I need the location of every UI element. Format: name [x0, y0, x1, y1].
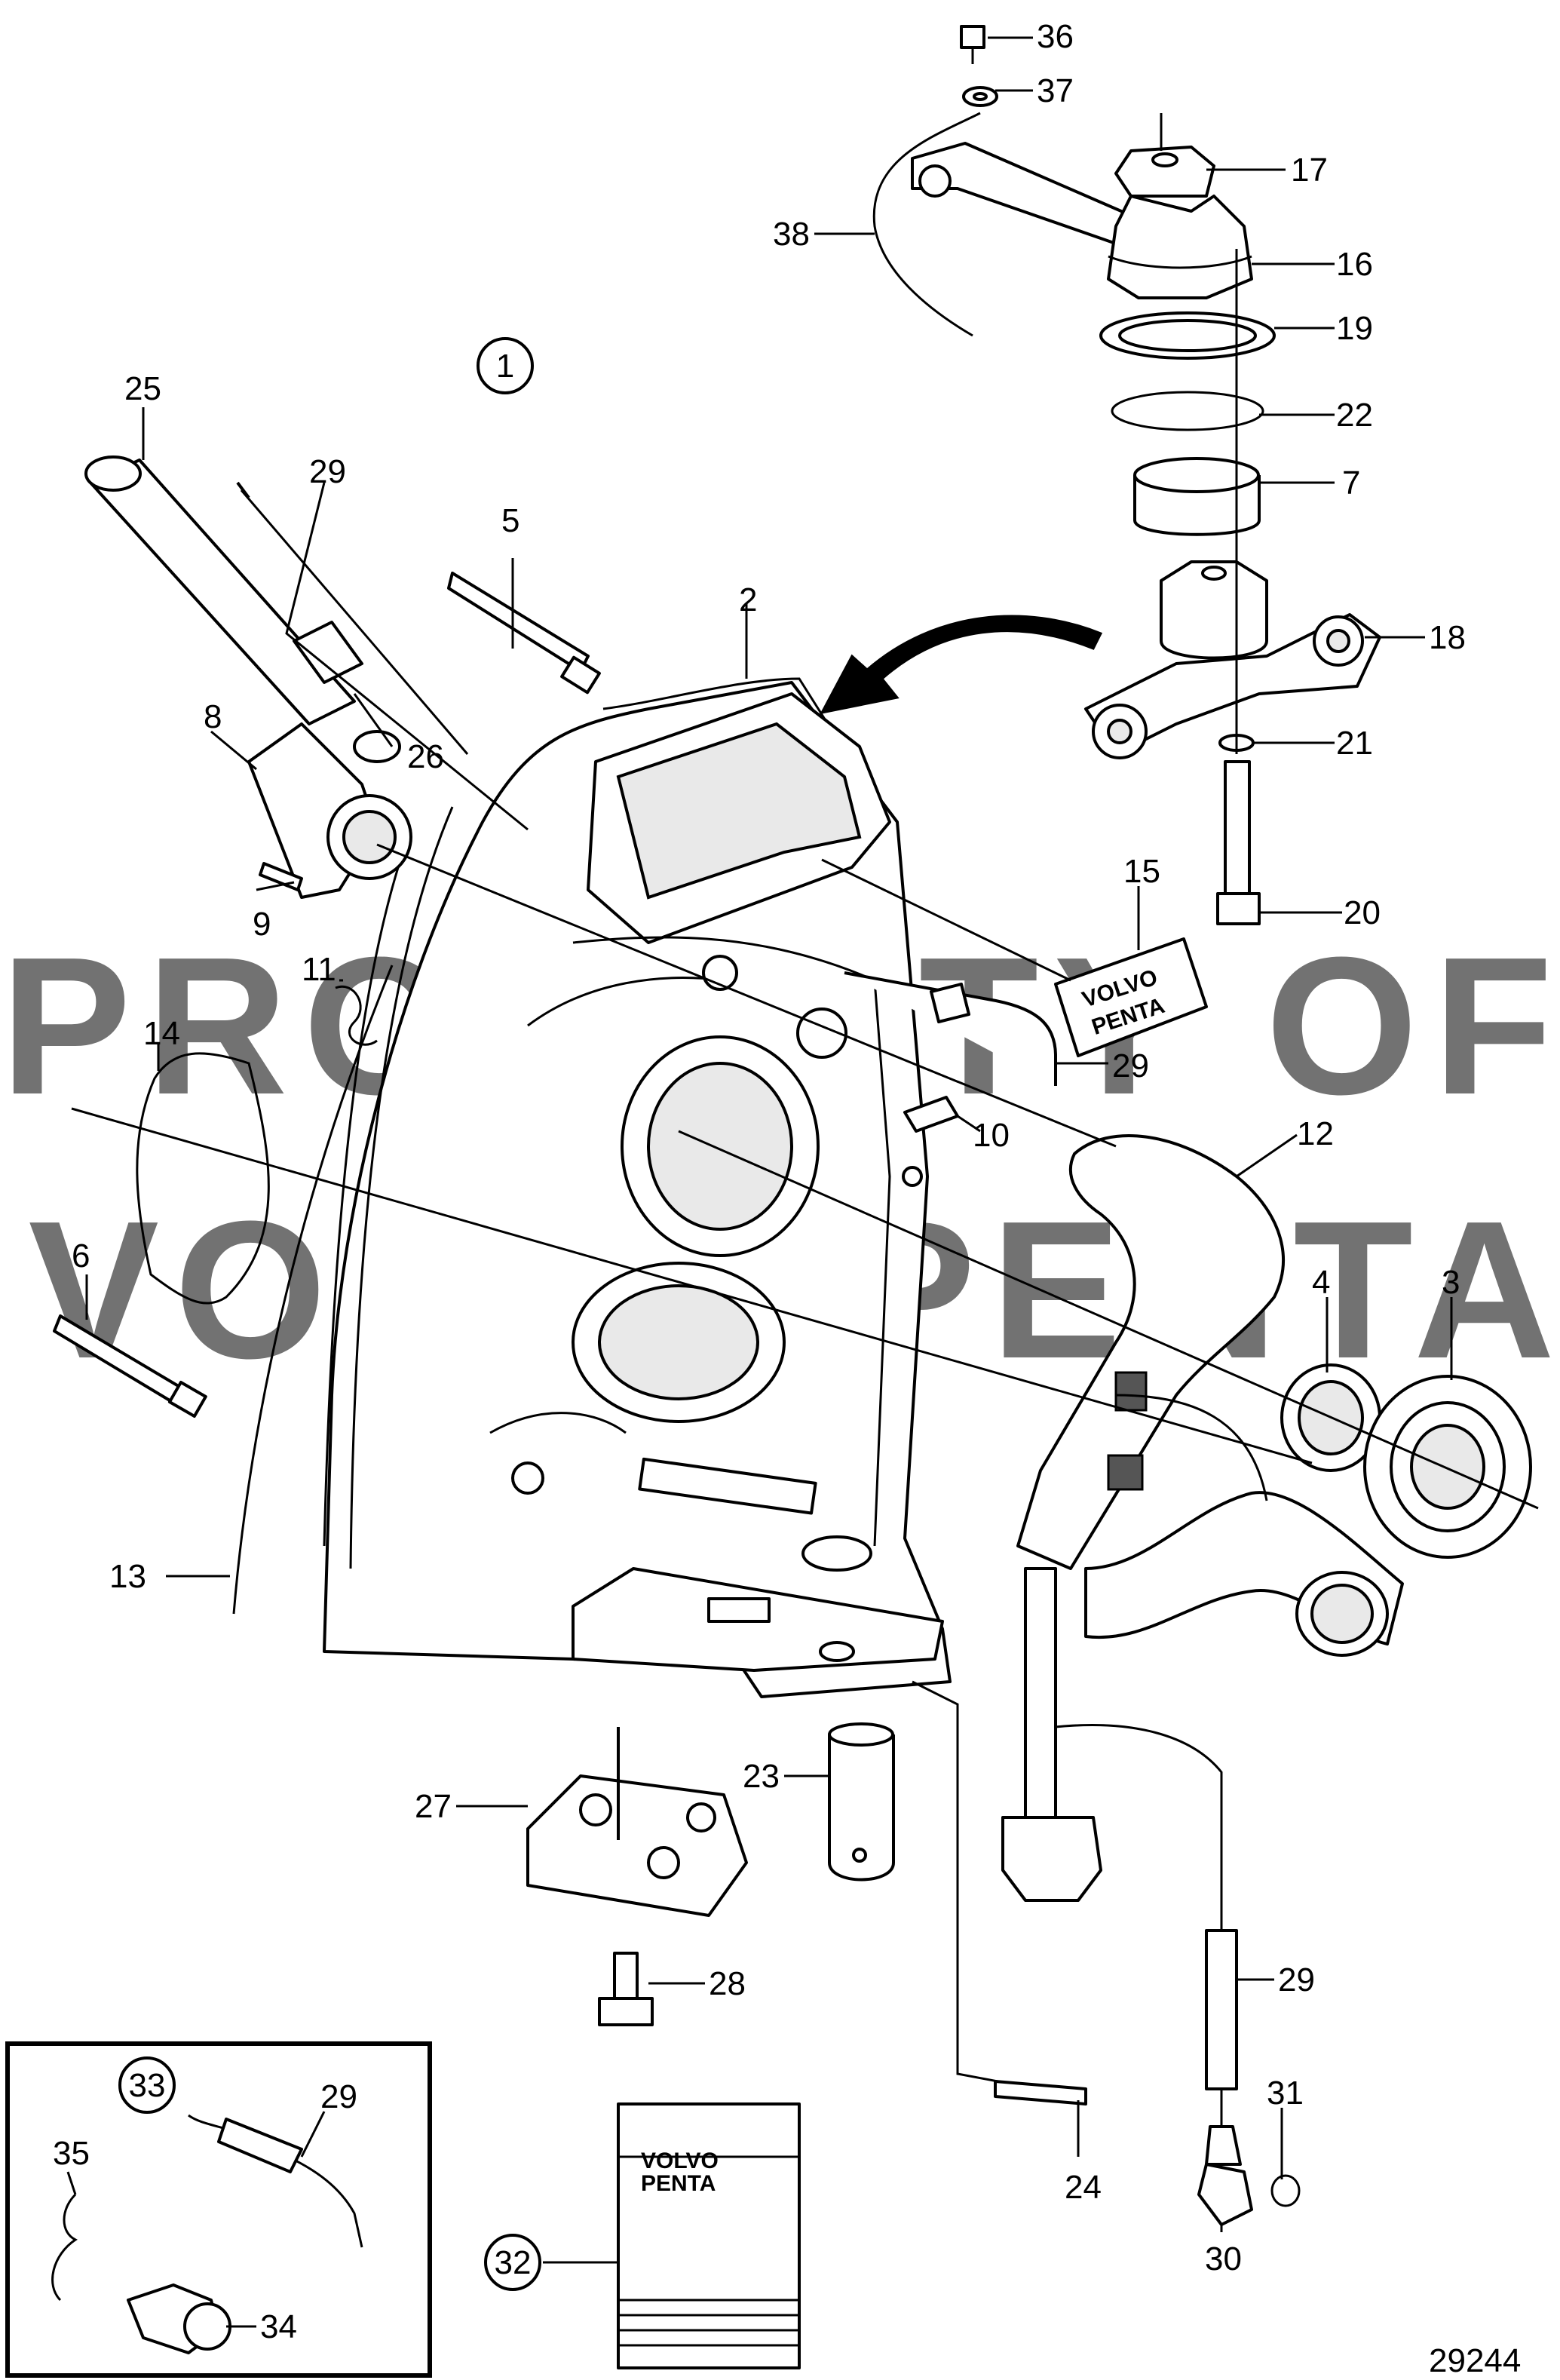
manual-brand-line-1: VOLVO: [641, 2148, 719, 2173]
callout-15: 15: [1123, 853, 1160, 890]
callout-23: 23: [743, 1758, 780, 1795]
callout-8: 8: [204, 698, 222, 735]
callout-17: 17: [1291, 152, 1328, 189]
callout-29-inset: 29: [320, 2078, 357, 2115]
callout-27: 27: [415, 1788, 452, 1825]
callout-29-lower-right: 29: [1278, 1961, 1315, 1998]
callout-29-right: 29: [1112, 1047, 1149, 1084]
callout-30: 30: [1205, 2240, 1242, 2277]
left-parts: [53, 455, 601, 1615]
callout-20: 20: [1344, 894, 1381, 931]
callout-2: 2: [739, 581, 757, 618]
right-parts: VOLVO PENTA: [844, 937, 1532, 1902]
callout-19: 19: [1336, 310, 1373, 347]
inset-marker-label: 33: [129, 2067, 166, 2104]
view-marker-label: 1: [496, 348, 514, 385]
callout-9: 9: [253, 906, 271, 943]
manual-marker-circle: [484, 2234, 541, 2291]
callout-numbers: 36 37 17 38 16 19 22 7 18 21 20 25 29 5 …: [53, 18, 1466, 2345]
callout-12: 12: [1297, 1115, 1334, 1152]
callout-36: 36: [1037, 18, 1074, 55]
callout-4: 4: [1312, 1264, 1330, 1301]
callout-13: 13: [109, 1558, 146, 1595]
callout-16: 16: [1336, 246, 1373, 283]
callout-34: 34: [260, 2308, 297, 2345]
callout-29-upper-left: 29: [309, 453, 346, 490]
callout-28: 28: [709, 1965, 746, 2002]
view-marker-circle: [477, 337, 534, 394]
callout-6: 6: [72, 1238, 90, 1274]
inset-box: [5, 2041, 432, 2378]
transom-shield-housing: [323, 677, 952, 1698]
callout-37: 37: [1037, 72, 1074, 109]
callout-38: 38: [773, 216, 810, 253]
callout-10: 10: [973, 1117, 1010, 1154]
callout-7: 7: [1342, 465, 1360, 501]
callout-5: 5: [501, 502, 519, 539]
bottom-parts: [526, 1680, 1301, 2226]
leader-lines: [66, 36, 1539, 2328]
callout-31: 31: [1267, 2075, 1304, 2112]
callout-25: 25: [124, 370, 161, 407]
callout-24: 24: [1065, 2169, 1102, 2206]
callout-35: 35: [53, 2135, 90, 2172]
callout-14: 14: [143, 1015, 180, 1052]
callout-22: 22: [1336, 397, 1373, 434]
callout-26: 26: [407, 738, 444, 775]
figure-number: 29244: [1429, 2342, 1521, 2379]
manual-brand-line-2: PENTA: [641, 2171, 716, 2196]
steering-assembly: [872, 25, 1381, 925]
manual-booklet: VOLVO PENTA: [617, 2102, 801, 2369]
manual-marker-label: 32: [495, 2244, 532, 2281]
inset-marker-circle: [118, 2056, 176, 2114]
circled-markers: 1 33 32: [118, 337, 541, 2291]
rotation-arrow: [820, 615, 1103, 715]
callout-21: 21: [1336, 725, 1373, 762]
callout-3: 3: [1442, 1264, 1460, 1301]
callout-11: 11: [302, 951, 336, 988]
callout-18: 18: [1429, 619, 1466, 656]
